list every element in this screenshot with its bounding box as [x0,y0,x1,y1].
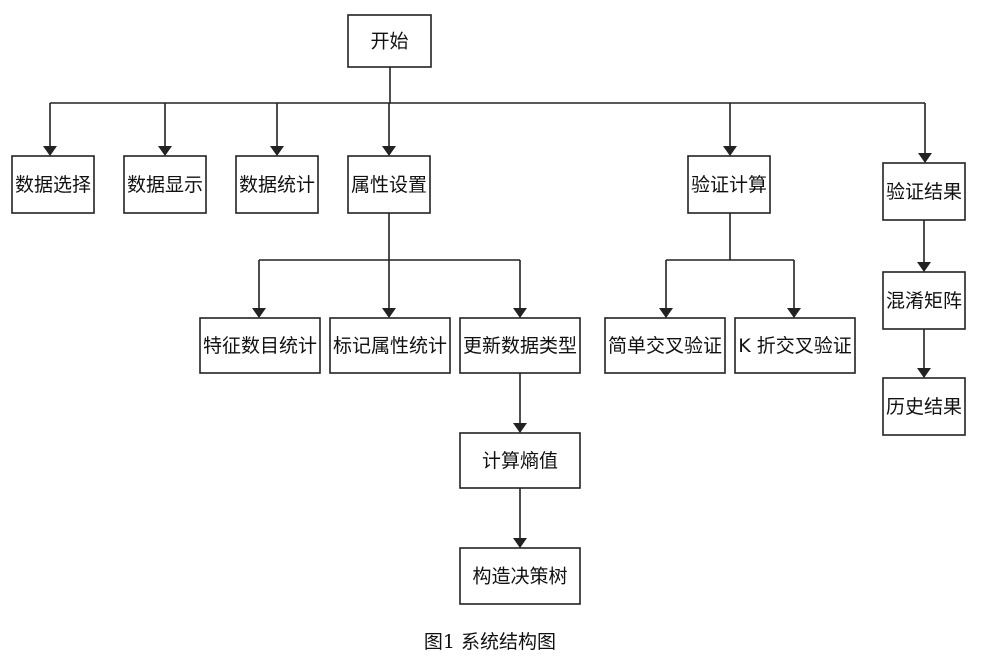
node-start: 开始 [347,14,432,68]
node-box-start [347,14,432,68]
node-history-result: 历史结果 [882,377,966,436]
node-build-tree: 构造决策树 [459,547,581,605]
node-label-attr-settings: 属性设置 [351,174,427,196]
node-box-simple-cross-val [604,317,726,374]
node-box-label-attr-stats [329,317,451,374]
node-label-data-display: 数据显示 [127,174,203,196]
node-verify-calc: 验证计算 [687,155,771,214]
node-k-fold-cross-val: K 折交叉验证 [734,317,856,374]
node-confusion-matrix: 混淆矩阵 [882,271,966,330]
node-box-attr-settings [347,155,431,214]
node-simple-cross-val: 简单交叉验证 [604,317,726,374]
node-label-history-result: 历史结果 [886,396,962,418]
node-box-history-result [882,377,966,436]
node-feature-count: 特征数目统计 [199,317,321,374]
node-update-data-type: 更新数据类型 [459,317,581,374]
node-box-data-stats [235,155,319,214]
node-label-attr-stats: 标记属性统计 [329,317,451,374]
node-box-build-tree [459,547,581,605]
node-box-verify-calc [687,155,771,214]
node-attr-settings: 属性设置 [347,155,431,214]
node-label-confusion-matrix: 混淆矩阵 [886,290,962,312]
node-label-label-attr-stats: 标记属性统计 [333,335,447,357]
node-box-k-fold-cross-val [734,317,856,374]
node-label-data-stats: 数据统计 [239,174,315,196]
node-box-data-select [11,155,95,214]
node-verify-result: 验证结果 [882,162,966,221]
node-box-feature-count [199,317,321,374]
node-label-update-data-type: 更新数据类型 [463,335,577,357]
node-label-k-fold-cross-val: K 折交叉验证 [738,335,852,357]
node-label-start: 开始 [370,31,408,53]
node-label-build-tree: 构造决策树 [472,566,567,588]
node-calc-entropy: 计算熵值 [459,432,581,489]
node-box-calc-entropy [459,432,581,489]
node-label-feature-count: 特征数目统计 [203,335,317,357]
node-label-data-select: 数据选择 [15,174,91,196]
node-box-confusion-matrix [882,271,966,330]
node-box-verify-result [882,162,966,221]
node-label-verify-result: 验证结果 [886,181,962,203]
node-box-data-display [123,155,207,214]
node-data-display: 数据显示 [123,155,207,214]
figure-caption: 图1 系统结构图 [424,631,556,653]
node-data-select: 数据选择 [11,155,95,214]
node-label-simple-cross-val: 简单交叉验证 [608,335,722,357]
node-box-update-data-type [459,317,581,374]
node-data-stats: 数据统计 [235,155,319,214]
node-label-verify-calc: 验证计算 [691,174,767,196]
node-label-calc-entropy: 计算熵值 [482,450,558,472]
